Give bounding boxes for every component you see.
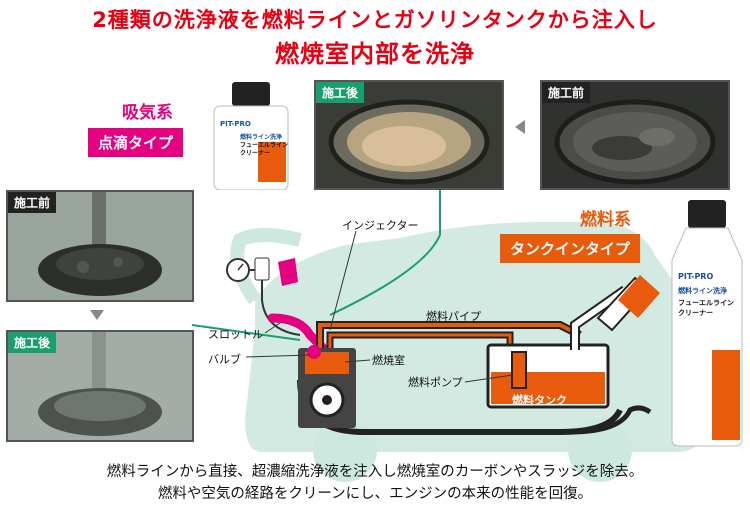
label-fuel-pipe: 燃料パイプ (426, 310, 481, 323)
piston-after-image (328, 99, 490, 185)
label-valve: バルブ (208, 353, 241, 366)
fuel-category: 燃料系 (580, 210, 631, 230)
headline-line1: 2種類の洗浄液を燃料ラインとガソリンタンクから注入し (92, 8, 658, 32)
leader-injector (329, 230, 357, 331)
leader-chamber (344, 359, 371, 363)
fuel-bottle-brand: PIT-PRO (678, 272, 714, 281)
leader-valve (245, 354, 311, 358)
arrow-top-left (515, 120, 525, 134)
label-combustion-chamber: 燃焼室 (372, 354, 405, 367)
valve-after-image (38, 332, 162, 436)
intake-bottle: PIT-PRO 燃料ライン洗浄 フューエルライン クリーナー (210, 82, 292, 191)
intake-bottle-brand: PIT-PRO (220, 120, 251, 128)
gauge-needle (237, 263, 244, 271)
fuel-bottle-graphic (671, 200, 743, 447)
photo-left-after: 施工後 (6, 330, 194, 442)
fuel-bottle-name1: 燃料ライン洗浄 (678, 287, 727, 295)
drip-bag (254, 257, 270, 281)
valve-before-image (38, 192, 162, 296)
photo-left-after-tag: 施工後 (8, 332, 57, 353)
photo-top-after-tag: 施工後 (316, 82, 365, 103)
valve-ball (307, 345, 321, 359)
fuel-bottle-name2: フューエルライン (678, 299, 734, 307)
photo-top-after: 施工後 (314, 80, 504, 190)
label-fuel-pump: 燃料ポンプ (408, 376, 463, 389)
leader-line-top-photo (329, 188, 441, 316)
photo-left-before-tag: 施工前 (8, 192, 57, 213)
leader-line-left-photo (191, 324, 301, 341)
arrow-left-down (90, 310, 104, 320)
photo-top-before-tag: 施工前 (542, 82, 591, 103)
intake-manifold (267, 313, 330, 355)
fuel-bottle: PIT-PRO 燃料ライン洗浄 フューエルライン クリーナー (668, 200, 746, 448)
intake-bottle-name1: 燃料ライン洗浄 (240, 134, 283, 141)
label-throttle: スロットル (208, 328, 263, 341)
intake-method-badge: 点滴タイプ (88, 128, 184, 157)
exhaust-pipe (569, 405, 652, 435)
fuel-pump-unit (511, 351, 527, 389)
leader-throttle (264, 322, 281, 334)
car-roof-curve (230, 228, 302, 305)
description-line2: 燃料や空気の経路をクリーンにし、エンジンの本来の性能を回復。 (157, 486, 593, 502)
filler-neck-inner (572, 287, 627, 350)
leader-pump (464, 374, 513, 383)
label-fuel-tank: 燃料タンク (512, 394, 567, 407)
intake-bottle-graphic (213, 82, 289, 191)
pink-bottle (278, 258, 298, 286)
fuel-bottle-name3: クリーナー (678, 309, 713, 317)
intake-bottle-name3: クリーナー (240, 150, 271, 157)
fuel-method-badge: タンクインタイプ (500, 234, 641, 263)
photo-left-before: 施工前 (6, 190, 194, 302)
crank-center (322, 395, 332, 405)
description-line1: 燃料ラインから直接、超濃縮洗浄液を注入し燃焼室のカーボンやスラッジを除去。 (106, 464, 644, 480)
headline-line2: 燃焼室内部を洗浄 (275, 40, 475, 68)
intake-bottle-name2: フューエルライン (240, 142, 289, 149)
label-injector: インジェクター (342, 219, 419, 232)
pouring-bottle-body (618, 275, 660, 318)
fuel-level (491, 372, 605, 404)
piston-before-image (554, 99, 716, 185)
intake-category: 吸気系 (122, 103, 173, 123)
photo-top-before: 施工前 (540, 80, 730, 190)
